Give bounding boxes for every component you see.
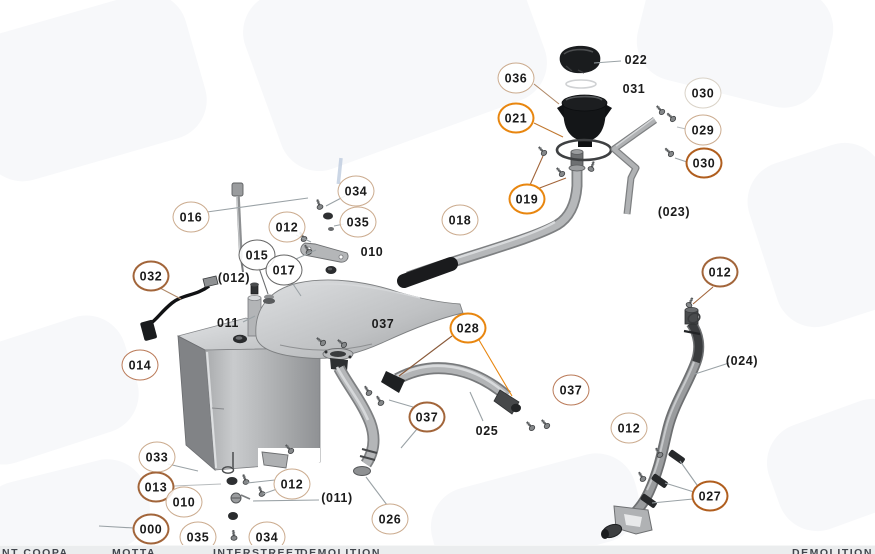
leader-line [593, 60, 622, 64]
callout-035[interactable]: 035 [339, 206, 377, 238]
callout-033[interactable]: 033 [138, 441, 176, 473]
o-ring-part [687, 312, 701, 324]
tank-upper-housing-part [255, 279, 464, 371]
callout-024: (024) [725, 354, 759, 368]
callout-022: 022 [624, 53, 648, 67]
callout-012: (012) [217, 271, 251, 285]
leader-line [159, 287, 182, 300]
watermark-tick [336, 157, 343, 185]
leader-line [478, 339, 513, 397]
leader-line [536, 177, 567, 190]
callout-012[interactable]: 012 [268, 211, 306, 243]
footer-text-fragment: MOTTA [112, 547, 157, 554]
oil-filler-cap-part [559, 45, 601, 74]
footer-text-fragment: NT COOPA [2, 547, 69, 554]
leader-line [295, 249, 317, 260]
leader-line [533, 83, 560, 105]
callout-017[interactable]: 017 [265, 254, 303, 286]
leader-line [173, 483, 222, 487]
leader-line [388, 399, 414, 408]
callout-021[interactable]: 021 [497, 102, 535, 134]
leader-line [246, 479, 276, 484]
callout-018[interactable]: 018 [441, 204, 479, 236]
cap-gasket-part [565, 79, 597, 89]
callout-031: 031 [622, 82, 646, 96]
footer-text-fragment: DEMOLITION [300, 547, 381, 554]
callout-016[interactable]: 016 [172, 201, 210, 233]
callout-027[interactable]: 027 [691, 480, 729, 512]
middle-hose-part [381, 362, 521, 415]
callout-025: 025 [475, 424, 499, 438]
callout-037[interactable]: 037 [408, 401, 446, 433]
callout-029[interactable]: 029 [684, 114, 722, 146]
leader-line [400, 428, 418, 449]
footer-text-fragment: DEMOLITION [792, 547, 873, 554]
callout-037[interactable]: 037 [552, 374, 590, 406]
callout-023: (023) [657, 205, 691, 219]
callout-012[interactable]: 012 [273, 468, 311, 500]
leader-line [98, 525, 135, 529]
callout-010[interactable]: 010 [165, 486, 203, 518]
callout-036[interactable]: 036 [497, 62, 535, 94]
o-ring-part [221, 466, 235, 474]
leader-line [692, 286, 714, 305]
callout-034[interactable]: 034 [337, 175, 375, 207]
leader-line [664, 482, 695, 493]
callout-010: 010 [360, 245, 384, 259]
callout-026[interactable]: 026 [371, 503, 409, 535]
callout-014[interactable]: 014 [121, 349, 159, 381]
callout-028[interactable]: 028 [449, 312, 487, 344]
callout-012[interactable]: 012 [610, 412, 648, 444]
leader-line [651, 498, 694, 504]
callout-012[interactable]: 012 [701, 256, 739, 288]
tank-outlet-hose-part [333, 365, 380, 476]
callout-011: 011 [217, 316, 239, 330]
leader-line [679, 460, 698, 486]
callout-032[interactable]: 032 [132, 260, 170, 292]
leader-line [469, 391, 484, 422]
leader-line [242, 315, 256, 323]
breather-pipe-part [610, 117, 658, 215]
callout-015[interactable]: 015 [238, 239, 276, 271]
leader-line [398, 335, 453, 377]
leader-line [694, 362, 730, 375]
tank-bottom-fittings-part [226, 451, 289, 520]
callout-011: (011) [321, 491, 353, 505]
leader-line [365, 476, 388, 506]
leader-lines [98, 60, 730, 529]
wiring-harness-part [140, 275, 219, 341]
tank-cap-body-part [557, 94, 612, 147]
mounting-bracket-part [263, 212, 349, 304]
leader-line [167, 463, 199, 472]
callout-019[interactable]: 019 [508, 183, 546, 215]
callout-030[interactable]: 030 [684, 77, 722, 109]
footer-text-fragment: INTERSTREET [213, 547, 303, 554]
callout-030[interactable]: 030 [685, 147, 723, 179]
callout-000[interactable]: 000 [132, 513, 170, 545]
leader-line [252, 499, 320, 502]
leader-line [674, 157, 688, 163]
leader-line [258, 267, 269, 295]
leader-line [206, 197, 309, 213]
leader-line [533, 122, 564, 138]
callout-037: 037 [371, 317, 395, 331]
leader-line [529, 155, 544, 186]
